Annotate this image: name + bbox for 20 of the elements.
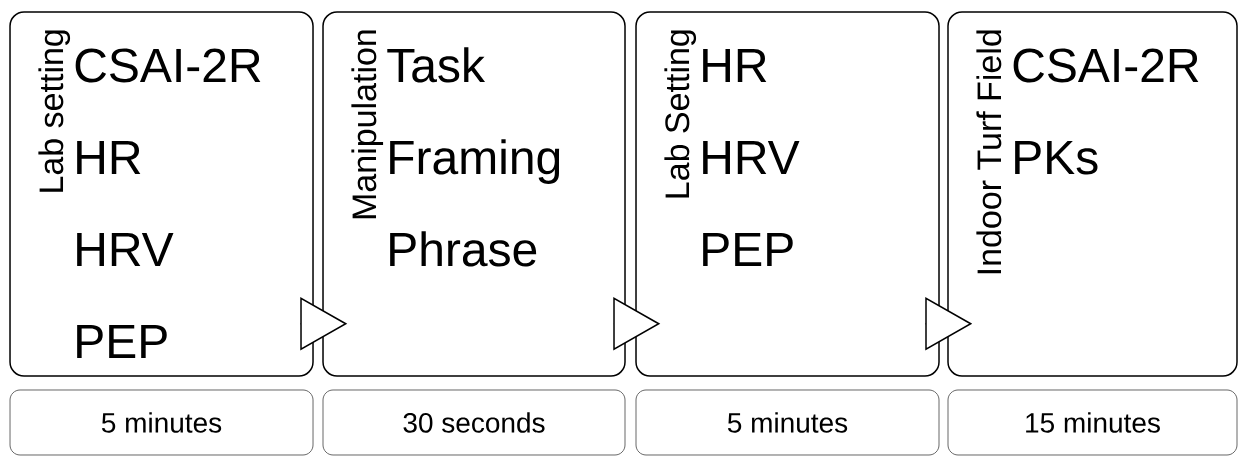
measure-text: CSAI-2R — [75, 48, 261, 83]
duration-box: 30 seconds — [322, 389, 626, 456]
measure-text: PKs — [1015, 140, 1098, 175]
measure-text: HRV — [703, 140, 800, 174]
measure-text: Framing — [390, 139, 560, 184]
stage-heading: Lab setting — [38, 30, 71, 192]
stage-heading: Indoor Turf Field — [976, 30, 1002, 274]
measure-text: HRV — [77, 232, 174, 266]
duration-box: 5 minutes — [635, 389, 940, 456]
stage-heading: Lab Setting — [664, 30, 697, 198]
measure-text: CSAI-2R — [1013, 48, 1199, 83]
measure-text: HR — [703, 48, 767, 82]
stage-heading: Manipulation — [351, 30, 384, 219]
measure-text: Phrase — [390, 231, 537, 267]
measure-text: PEP — [703, 232, 793, 266]
duration-box: 5 minutes — [9, 389, 314, 456]
measure-text: PEP — [77, 324, 167, 358]
measure-text: HR — [77, 140, 141, 174]
duration-box: 15 minutes — [947, 389, 1238, 456]
measure-text: Task — [387, 47, 485, 83]
